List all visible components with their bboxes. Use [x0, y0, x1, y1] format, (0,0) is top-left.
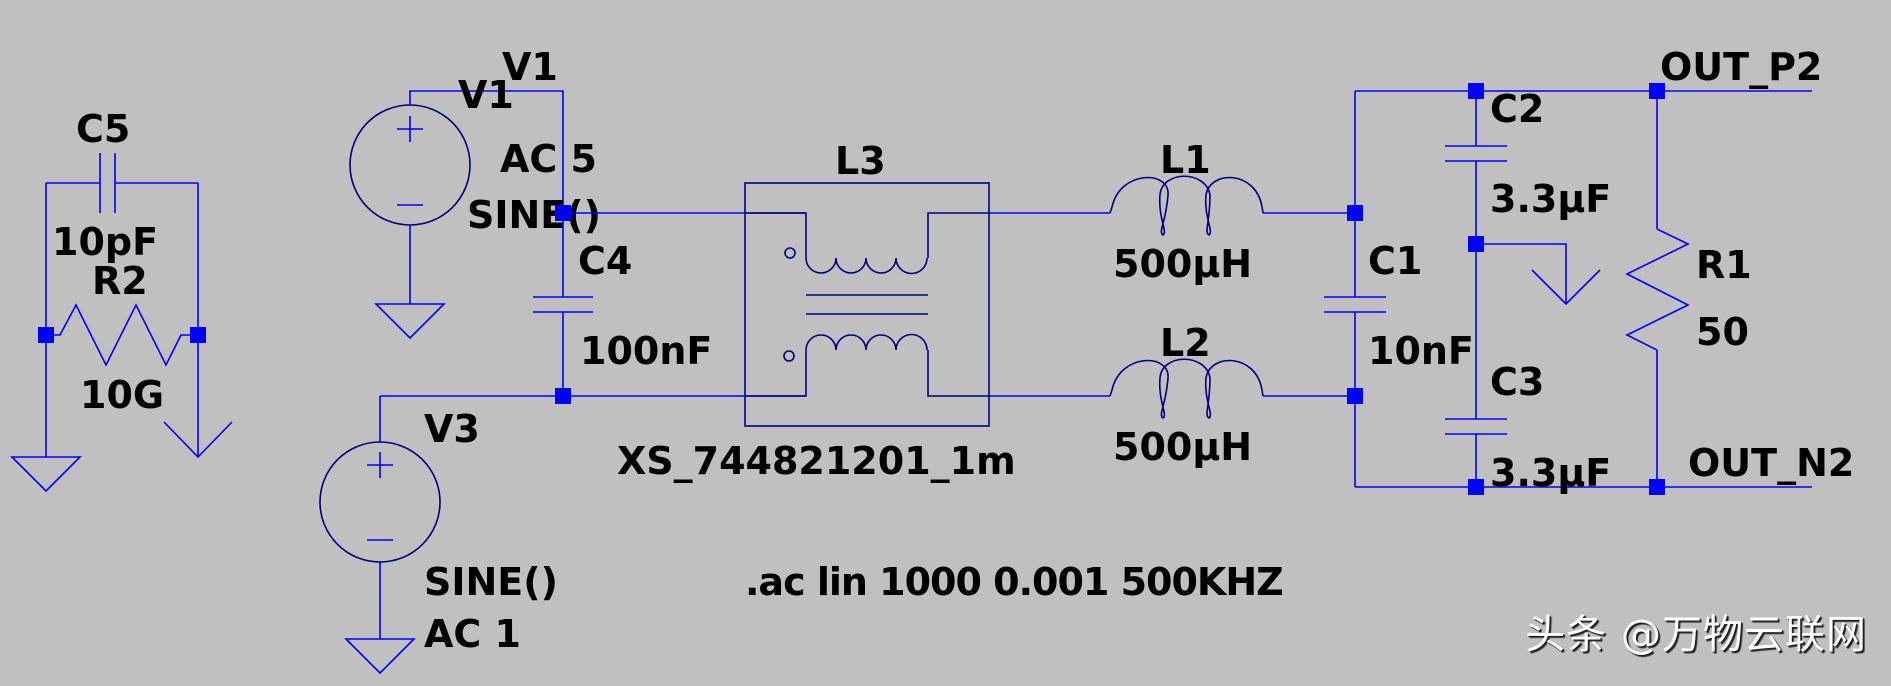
- junction: [555, 388, 571, 404]
- capacitor-c2[interactable]: [1445, 145, 1507, 162]
- wire: [1476, 243, 1567, 304]
- r2-ref-label: R2: [92, 259, 148, 303]
- junction: [1649, 83, 1665, 99]
- resistor-r1[interactable]: [1625, 228, 1690, 351]
- v1-ref-label: V1: [502, 45, 558, 89]
- c4-value-label: 100nF: [580, 329, 712, 373]
- c1-ref-label: C1: [1368, 239, 1422, 283]
- ground-icon: [10, 456, 82, 493]
- spice-directive[interactable]: .ac lin 1000 0.001 500KHZ: [745, 560, 1284, 604]
- l3-ref-label: L3: [835, 139, 886, 183]
- c2-value-label: 3.3µF: [1490, 177, 1611, 221]
- junction: [190, 327, 206, 343]
- polarity-dot: [783, 350, 795, 362]
- c3-ref-label: C3: [1490, 360, 1544, 404]
- v1-ac-label: AC 5: [500, 137, 597, 181]
- net-label-out-p2[interactable]: OUT_P2: [1660, 45, 1822, 89]
- capacitor-c3[interactable]: [1445, 418, 1507, 435]
- r1-value-label: 50: [1696, 310, 1749, 354]
- c4-ref-label: C4: [578, 239, 632, 283]
- junction: [38, 327, 54, 343]
- l1-ref-label: L1: [1160, 138, 1211, 182]
- junction: [1468, 83, 1484, 99]
- inductor-l1[interactable]: [1109, 175, 1264, 236]
- net-label-out-n2[interactable]: OUT_N2: [1688, 441, 1854, 485]
- l1-value-label: 500µH: [1113, 242, 1252, 286]
- v3-sine-label: SINE(): [424, 560, 558, 604]
- c5-ref-label: C5: [76, 107, 130, 151]
- v3-ac-label: AC 1: [424, 612, 521, 656]
- ground-icon: [1531, 269, 1601, 306]
- c5-value-label: 10pF: [52, 220, 158, 264]
- voltage-source-v3[interactable]: [319, 441, 441, 563]
- r2-value-label: 10G: [80, 373, 164, 417]
- junction: [1468, 479, 1484, 495]
- capacitor-c4[interactable]: [533, 296, 593, 313]
- capacitor-c5[interactable]: [46, 153, 198, 213]
- r1-ref-label: R1: [1696, 243, 1752, 287]
- ground-icon: [344, 638, 416, 675]
- v1-ref-label-dup: V1: [458, 73, 514, 117]
- c2-ref-label: C2: [1490, 87, 1544, 131]
- ground-icon: [163, 421, 233, 459]
- junction: [1347, 388, 1363, 404]
- junction: [555, 205, 571, 221]
- inductor-l2[interactable]: [1109, 358, 1264, 419]
- voltage-source-v1[interactable]: [349, 104, 471, 226]
- junction: [1649, 479, 1665, 495]
- c3-value-label: 3.3µF: [1490, 451, 1611, 495]
- choke-l3[interactable]: [744, 182, 990, 427]
- c5-r2-block: C5 10pF R2 10G: [10, 107, 233, 493]
- l2-value-label: 500µH: [1113, 425, 1252, 469]
- capacitor-c1[interactable]: [1324, 296, 1386, 313]
- watermark: 头条 @万物云联网: [1525, 612, 1867, 658]
- l2-ref-label: L2: [1160, 321, 1211, 365]
- junction: [1468, 236, 1484, 252]
- polarity-dot: [784, 247, 796, 259]
- resistor-r2[interactable]: [46, 303, 198, 367]
- v3-ref-label: V3: [424, 407, 480, 451]
- ground-icon: [374, 303, 446, 340]
- junction: [1347, 205, 1363, 221]
- c1-value-label: 10nF: [1368, 329, 1474, 373]
- v1-sine-label: SINE(): [467, 193, 601, 237]
- wire: [409, 90, 564, 213]
- l3-value-label: XS_744821201_1m: [617, 439, 1016, 483]
